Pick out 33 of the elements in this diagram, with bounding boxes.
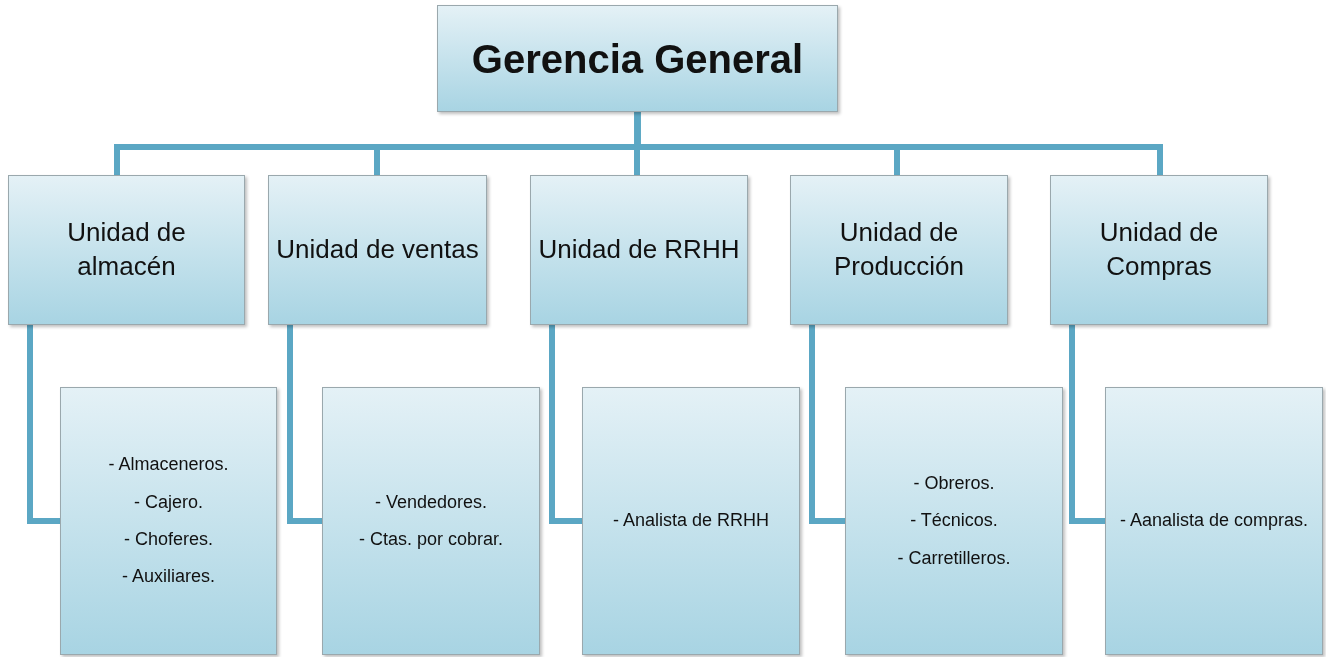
- box-label: Unidad de ventas: [276, 233, 479, 267]
- title-box: [437, 5, 838, 112]
- list-item: - Ctas. por cobrar.: [358, 528, 504, 551]
- staff-box: [60, 387, 277, 655]
- connector-line: [809, 325, 845, 524]
- list-item: - Carretilleros.: [897, 546, 1011, 570]
- connector-line: [287, 325, 322, 524]
- list-item: - Vendedores.: [374, 490, 488, 514]
- staff-box: [1105, 387, 1323, 655]
- staff-box: [582, 387, 800, 655]
- list-item: - Aanalista de compras.: [1119, 509, 1309, 533]
- box-label: Unidad de Compras: [1098, 216, 1220, 283]
- unit-box: [8, 175, 245, 325]
- unit-box: [268, 175, 487, 325]
- list-item: - Técnicos.: [910, 509, 998, 533]
- box-label: Unidad de RRHH: [538, 233, 740, 267]
- box-label: Unidad de almacén: [66, 216, 187, 283]
- list-item: - Auxiliares.: [121, 565, 215, 589]
- box-label: Gerencia General: [471, 35, 804, 83]
- list-item: - Analista de RRHH: [612, 509, 770, 533]
- staff-box: [845, 387, 1063, 655]
- staff-box: [322, 387, 540, 655]
- unit-box: [530, 175, 748, 325]
- box-label: Unidad de Producción: [832, 216, 966, 283]
- list-item: - Cajero.: [134, 490, 203, 514]
- connector-line: [1069, 325, 1105, 524]
- list-item: - Obreros.: [913, 471, 995, 495]
- unit-box: [790, 175, 1008, 325]
- connector-line: [27, 325, 60, 524]
- list-item: - Choferes.: [123, 528, 213, 551]
- connector-line: [549, 325, 582, 524]
- unit-box: [1050, 175, 1268, 325]
- list-item: - Almaceneros.: [108, 453, 229, 477]
